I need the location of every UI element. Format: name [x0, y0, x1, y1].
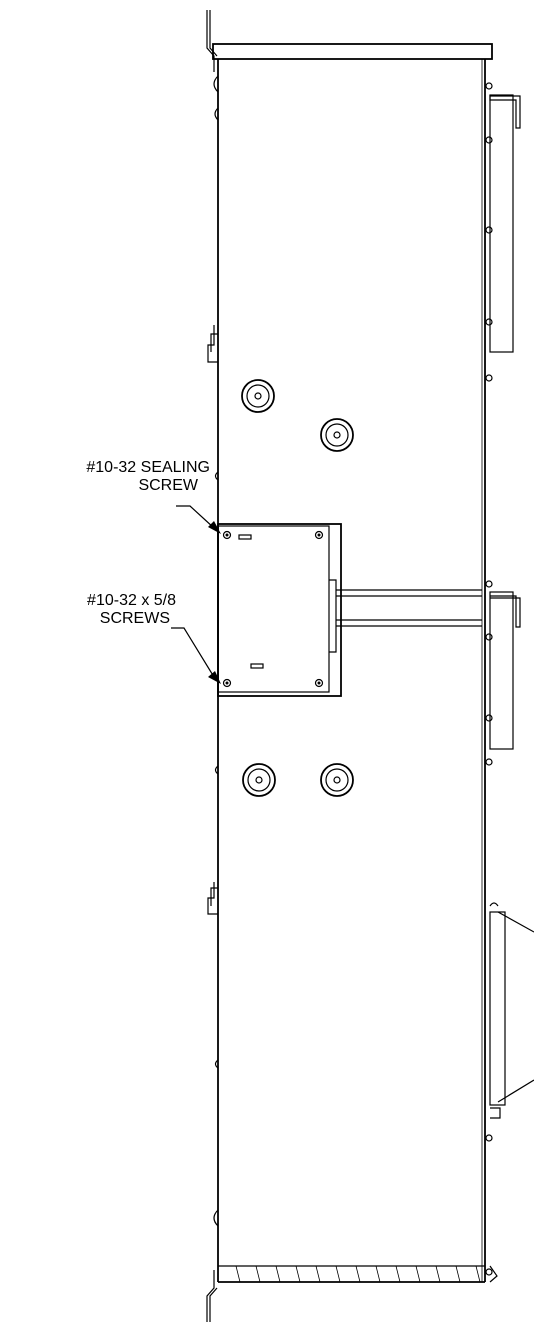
- callout-sealing-screw-line1: #10-32 SEALING: [86, 459, 210, 476]
- callout-screws: #10-32 x 5/8 SCREWS: [20, 592, 176, 628]
- enclosure-body: [217, 59, 486, 1283]
- right-bracket-top: [485, 82, 521, 382]
- right-bracket-lower: [485, 902, 534, 1283]
- knockout-upper-left: [241, 379, 275, 413]
- left-side-hardware: [207, 75, 219, 1227]
- knockout-lower-right: [320, 763, 354, 797]
- knockout-lower-left: [242, 763, 276, 797]
- top-cap: [212, 43, 493, 60]
- callout-sealing-screw: #10-32 SEALING SCREW: [20, 459, 210, 495]
- callout-screws-line2: SCREWS: [99, 610, 170, 627]
- junction-box-screws: [222, 530, 324, 688]
- conduit: [336, 589, 482, 627]
- callout-screws-line1: #10-32 x 5/8: [87, 592, 176, 609]
- callout-sealing-screw-line2: SCREW: [138, 477, 198, 494]
- bottom-vent-louvers: [235, 1265, 481, 1283]
- leader-sealing-screw: [176, 505, 221, 534]
- right-bracket-middle: [485, 580, 521, 766]
- leader-screws: [171, 627, 221, 684]
- left-flange-top: [206, 10, 218, 72]
- junction-box: [217, 523, 342, 697]
- knockout-upper-right: [320, 418, 354, 452]
- left-flange-bottom: [206, 1270, 218, 1322]
